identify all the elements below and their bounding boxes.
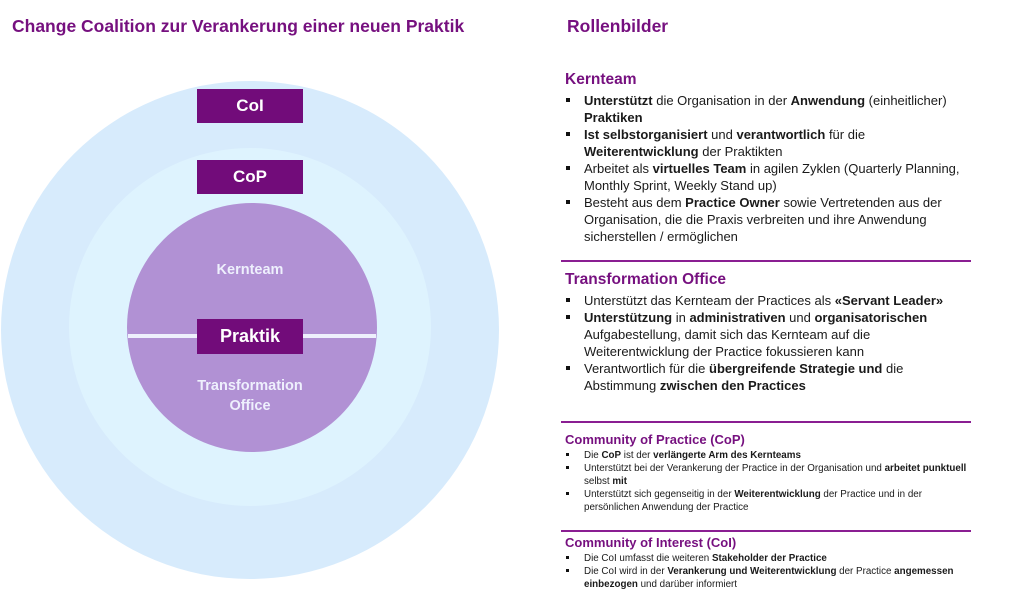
section-divider [561, 421, 971, 423]
section-heading: Transformation Office [565, 271, 727, 288]
bullet-list: Die CoP ist der verlängerte Arm des Kern… [565, 449, 975, 514]
transformation-office-label: Transformation Office [150, 376, 350, 416]
bullet-item: Unterstützung in administrativen und org… [565, 309, 975, 360]
section-divider [561, 260, 971, 262]
bullet-item: Die CoI wird in der Verankerung und Weit… [565, 565, 975, 591]
bullet-item: Unterstützt das Kernteam der Practices a… [565, 292, 975, 309]
section-heading: Kernteam [565, 71, 637, 88]
cop-tag: CoP [197, 160, 303, 194]
coi-tag: CoI [197, 89, 303, 123]
transformation-label-line2: Office [229, 398, 271, 414]
section-heading: Community of Interest (CoI) [565, 535, 737, 550]
kernteam-label: Kernteam [216, 262, 284, 278]
section-community-of-interest: Community of Interest (CoI) Die CoI umfa… [565, 534, 975, 591]
bullet-list: Die CoI umfasst die weiteren Stakeholder… [565, 552, 975, 591]
bullet-item: Die CoI umfasst die weiteren Stakeholder… [565, 552, 975, 565]
bullet-item: Verantwortlich für die übergreifende Str… [565, 360, 975, 394]
section-transformation-office: Transformation Office Unterstützt das Ke… [565, 270, 975, 394]
transformation-label-line1: Transformation [197, 378, 303, 394]
bullet-list: Unterstützt das Kernteam der Practices a… [565, 292, 975, 394]
bullet-item: Arbeitet als virtuelles Team in agilen Z… [565, 160, 975, 194]
praktik-tag: Praktik [197, 319, 303, 354]
bullet-item: Unterstützt die Organisation in der Anwe… [565, 92, 975, 126]
section-kernteam: Kernteam Unterstützt die Organisation in… [565, 70, 975, 245]
bullet-item: Die CoP ist der verlängerte Arm des Kern… [565, 449, 975, 462]
section-community-of-practice: Community of Practice (CoP) Die CoP ist … [565, 431, 975, 514]
diagram-title: Change Coalition zur Verankerung einer n… [12, 16, 465, 36]
bullet-item: Besteht aus dem Practice Owner sowie Ver… [565, 194, 975, 245]
section-divider [561, 530, 971, 532]
bullet-item: Ist selbstorganisiert und verantwortlich… [565, 126, 975, 160]
roles-title: Rollenbilder [567, 16, 669, 36]
bullet-item: Unterstützt sich gegenseitig in der Weit… [565, 488, 975, 514]
bullet-item: Unterstützt bei der Verankerung der Prac… [565, 462, 975, 488]
bullet-list: Unterstützt die Organisation in der Anwe… [565, 92, 975, 245]
section-heading: Community of Practice (CoP) [565, 432, 745, 447]
